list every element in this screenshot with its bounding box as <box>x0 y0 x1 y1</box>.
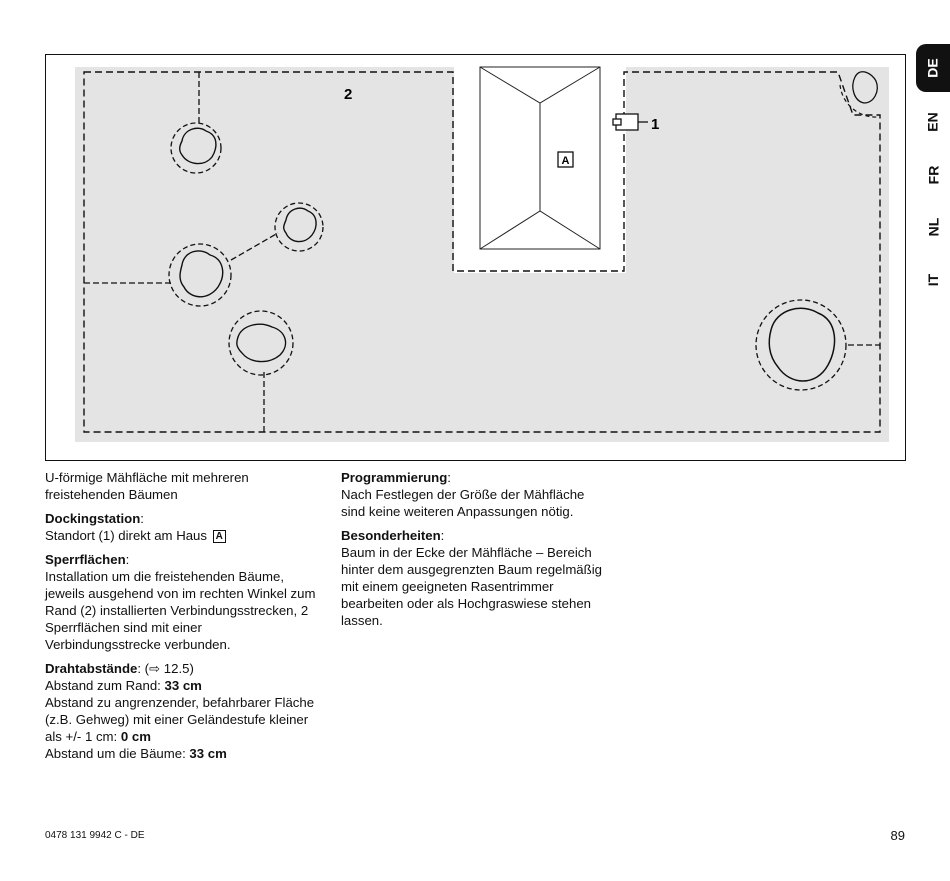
docking-text: Standort (1) direkt am Haus <box>45 528 207 543</box>
house <box>479 66 601 250</box>
sperr-text: Installation um die freistehenden Bäume,… <box>45 569 316 652</box>
tab-nl[interactable]: NL <box>916 203 950 251</box>
draht-line3: Abstand um die Bäume: <box>45 746 190 761</box>
house-ref-box: A <box>212 530 226 543</box>
draht-line2: Abstand zu angrenzender, befahrbarer Flä… <box>45 695 315 744</box>
beson-heading: Besonderheiten <box>341 528 441 543</box>
right-column: Programmierung: Nach Festlegen der Größe… <box>341 469 611 636</box>
beson-section: Besonderheiten: Baum in der Ecke der Mäh… <box>341 528 602 628</box>
docking-heading: Dockingstation <box>45 511 141 526</box>
label-station: 1 <box>651 116 659 133</box>
label-house: A <box>562 155 570 167</box>
tab-en-label: EN <box>924 112 941 132</box>
sperr-section: Sperrflächen: Installation um die freist… <box>45 552 316 652</box>
tab-it[interactable]: IT <box>916 256 950 304</box>
trees <box>168 71 879 391</box>
lawn-diagram: 2 1 A <box>75 66 889 442</box>
label-fence: 2 <box>344 86 352 103</box>
draht-ref: (⇨ 12.5) <box>144 661 194 676</box>
tab-it-label: IT <box>924 273 941 287</box>
boundary-wire <box>83 71 881 433</box>
prog-section: Programmierung: Nach Festlegen der Größe… <box>341 470 585 519</box>
tab-de[interactable]: DE <box>916 44 950 92</box>
sperr-heading: Sperrflächen <box>45 552 126 567</box>
draht-heading: Drahtabstände <box>45 661 138 676</box>
connection-wires <box>84 72 880 432</box>
tab-fr[interactable]: FR <box>916 151 950 199</box>
left-column: U-förmige Mähfläche mit mehreren freiste… <box>45 469 320 769</box>
doc-number: 0478 131 9942 C - DE <box>45 830 145 841</box>
lawn-layout-figure: 2 1 A <box>45 54 906 461</box>
prog-heading: Programmierung <box>341 470 448 485</box>
lawn-area <box>75 67 889 442</box>
beson-text: Baum in der Ecke der Mähfläche – Bereich… <box>341 545 602 628</box>
tab-en[interactable]: EN <box>916 98 950 146</box>
draht-value3: 33 cm <box>189 746 227 761</box>
page-number: 89 <box>890 828 905 843</box>
prog-text: Nach Festlegen der Größe der Mähfläche s… <box>341 487 585 519</box>
tab-fr-label: FR <box>924 165 941 185</box>
intro-text: U-förmige Mähfläche mit mehreren freiste… <box>45 470 249 502</box>
draht-line1: Abstand zum Rand: <box>45 678 165 693</box>
docking-station <box>612 113 648 131</box>
draht-value2: 0 cm <box>120 729 151 744</box>
house-label-box <box>557 151 574 168</box>
tab-de-label: DE <box>924 58 941 78</box>
docking-section: Dockingstation: Standort (1) direkt am H… <box>45 510 320 544</box>
tab-nl-label: NL <box>924 217 941 237</box>
draht-value1: 33 cm <box>164 678 202 693</box>
draht-section: Drahtabstände: (⇨ 12.5) Abstand zum Rand… <box>45 661 315 761</box>
